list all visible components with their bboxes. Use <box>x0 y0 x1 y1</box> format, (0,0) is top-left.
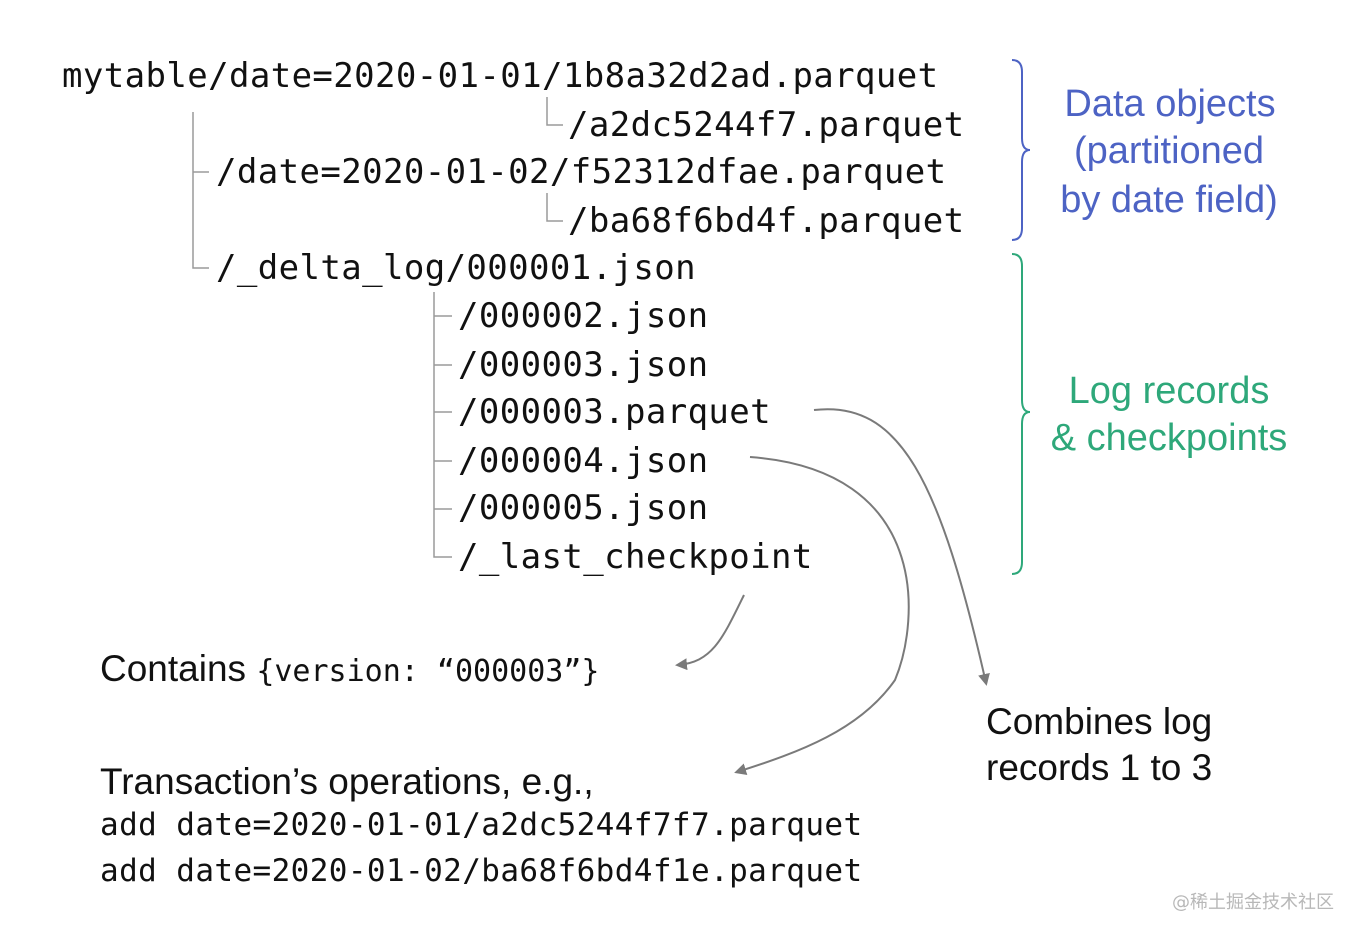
contains-code: {version: “000003”} <box>256 654 600 689</box>
tree-log-file: /000005.json <box>458 488 709 528</box>
tree-date-02-path: /date=2020-01-02/f52312dfae.parquet <box>216 152 947 192</box>
watermark: @稀土掘金技术社区 <box>1172 892 1334 913</box>
tree-connector-ba68 <box>546 193 563 222</box>
tree-root-path: mytable/date=2020-01-01/1b8a32d2ad.parqu… <box>62 56 939 96</box>
tree-connector-log <box>433 292 452 558</box>
tree-connector-date02 <box>192 112 209 269</box>
data-objects-label-line: by date field) <box>1060 179 1278 221</box>
tree-file-ba68: /ba68f6bd4f.parquet <box>568 201 965 241</box>
data-objects-label-line: (partitioned <box>1073 130 1265 172</box>
tree-delta-log-path: /_delta_log/000001.json <box>216 248 697 288</box>
arrow-parquet-to-combines <box>813 408 990 686</box>
combines-annotation-line: records 1 to 3 <box>986 747 1213 788</box>
data-objects-brace <box>1011 59 1031 241</box>
log-records-label-line: & checkpoints <box>1050 417 1288 459</box>
log-records-brace <box>1011 253 1031 575</box>
tree-log-file: /000004.json <box>458 441 709 481</box>
tree-connector-a2dc <box>546 97 563 126</box>
arrow-json-to-transaction <box>734 456 910 775</box>
tree-log-file: /_last_checkpoint <box>458 537 813 577</box>
tree-file-a2dc: /a2dc5244f7.parquet <box>568 105 965 145</box>
transaction-title: Transaction’s operations, e.g., <box>100 761 594 802</box>
contains-prefix: Contains <box>100 648 257 689</box>
transaction-op: add date=2020-01-01/a2dc5244f7f7.parquet <box>100 807 863 843</box>
arrow-last-checkpoint-to-contains <box>675 594 745 671</box>
tree-log-file: /000003.json <box>458 345 709 385</box>
tree-log-file: /000002.json <box>458 296 709 336</box>
log-records-label-line: Log records <box>1068 370 1270 412</box>
data-objects-label-line: Data objects <box>1064 83 1276 125</box>
transaction-op: add date=2020-01-02/ba68f6bd4f1e.parquet <box>100 853 863 889</box>
contains-annotation: Contains {version: “000003”} <box>100 650 599 687</box>
combines-annotation-line: Combines log <box>986 701 1213 742</box>
tree-log-file: /000003.parquet <box>458 392 772 432</box>
